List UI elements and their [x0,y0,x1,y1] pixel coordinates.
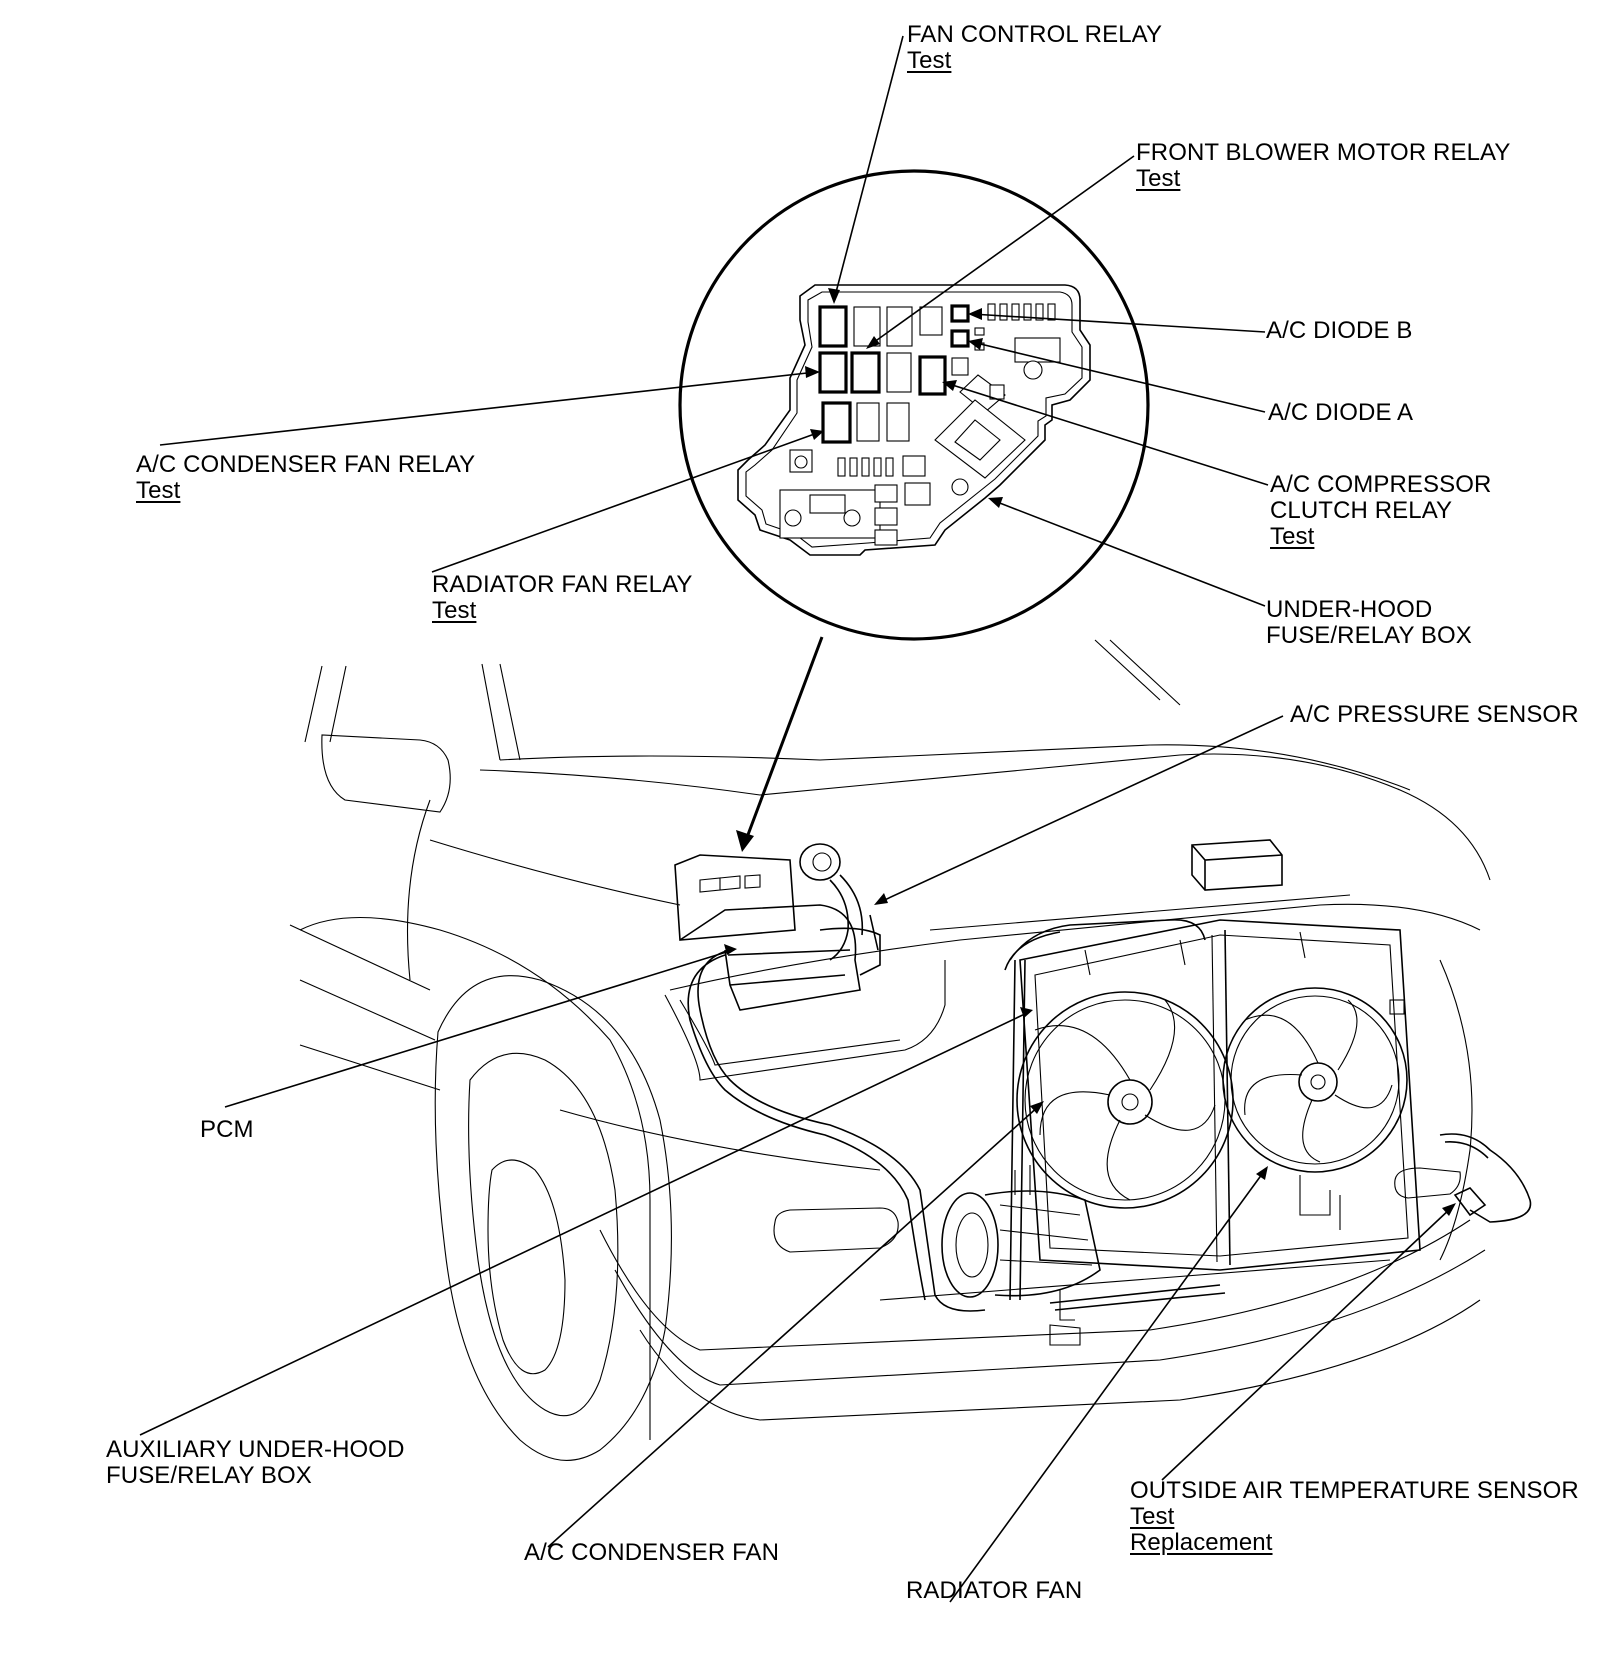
aux-under-hood-box-line1: AUXILIARY UNDER-HOOD [106,1436,405,1463]
label-aux-under-hood-fuse-relay-box: AUXILIARY UNDER-HOOD FUSE/RELAY BOX [106,1437,405,1489]
label-ac-diode-a: A/C DIODE A [1268,400,1413,426]
outside-air-temp-sensor-name: OUTSIDE AIR TEMPERATURE SENSOR [1130,1477,1579,1504]
ac-diode-a-name: A/C DIODE A [1268,399,1414,426]
under-hood-fuse-relay-box-drawing [737,284,1091,556]
radiator-fan-relay-slot [821,401,852,444]
wiring-harness [687,919,1532,1312]
ac-diode-b-slot [950,304,970,323]
label-front-blower-motor-relay: FRONT BLOWER MOTOR RELAY Test [1136,140,1510,192]
aux-under-hood-box-line2: FUSE/RELAY BOX [106,1462,312,1489]
ac-condenser-fan-name: A/C CONDENSER FAN [524,1539,780,1566]
ac-diode-b-name: A/C DIODE B [1266,317,1413,344]
ac-condenser-fan-drawing [1016,991,1234,1209]
under-hood-box-line2: FUSE/RELAY BOX [1266,622,1472,649]
ac-compressor-clutch-relay-test-link[interactable]: Test [1270,523,1315,550]
ac-compressor-clutch-relay-slot [918,355,947,396]
ac-compressor-clutch-relay-line1: A/C COMPRESSOR [1270,471,1492,498]
label-ac-pressure-sensor: A/C PRESSURE SENSOR [1290,702,1579,728]
fan-control-relay-name: FAN CONTROL RELAY [907,21,1163,48]
radiator-fan-name: RADIATOR FAN [906,1577,1083,1604]
leader-lines [139,35,1456,1603]
label-ac-condenser-fan-relay: A/C CONDENSER FAN RELAY Test [136,452,475,504]
radiator-fan-relay-test-link[interactable]: Test [432,597,477,624]
radiator-fan-drawing [1222,987,1408,1173]
label-radiator-fan-relay: RADIATOR FAN RELAY Test [432,572,693,624]
label-ac-compressor-clutch-relay: A/C COMPRESSOR CLUTCH RELAY Test [1270,472,1491,550]
ac-compressor-drawing [941,1165,1101,1346]
outside-air-temp-sensor-replacement-link[interactable]: Replacement [1130,1529,1273,1556]
vehicle-outline [289,639,1491,1461]
radiator-fan-shroud-assembly [1016,919,1421,1271]
aux-fuse-box-pcm-drawing [674,839,1283,1011]
label-outside-air-temperature-sensor: OUTSIDE AIR TEMPERATURE SENSOR Test Repl… [1130,1478,1579,1556]
fan-control-relay-test-link[interactable]: Test [907,47,952,74]
ac-diode-a-slot [950,329,970,348]
front-blower-motor-relay-name: FRONT BLOWER MOTOR RELAY [1136,139,1511,166]
label-fan-control-relay: FAN CONTROL RELAY Test [907,22,1162,74]
fan-control-relay-slot [818,305,848,348]
outside-air-temp-sensor-test-link[interactable]: Test [1130,1503,1175,1530]
radiator-fan-relay-name: RADIATOR FAN RELAY [432,571,693,598]
label-ac-condenser-fan: A/C CONDENSER FAN [524,1540,779,1566]
label-ac-diode-b: A/C DIODE B [1266,318,1412,344]
front-blower-motor-relay-test-link[interactable]: Test [1136,165,1181,192]
ac-pressure-sensor-name: A/C PRESSURE SENSOR [1290,701,1579,728]
label-pcm: PCM [200,1117,254,1143]
detail-circle [678,169,1150,641]
label-under-hood-fuse-relay-box: UNDER-HOOD FUSE/RELAY BOX [1266,597,1472,649]
under-hood-box-line1: UNDER-HOOD [1266,596,1433,623]
front-blower-motor-relay-slot [850,351,881,394]
ac-condenser-fan-relay-slot [818,351,848,394]
pcm-name: PCM [200,1116,254,1143]
ac-condenser-fan-relay-name: A/C CONDENSER FAN RELAY [136,451,476,478]
ac-compressor-clutch-relay-line2: CLUTCH RELAY [1270,497,1453,524]
ac-condenser-fan-relay-test-link[interactable]: Test [136,477,181,504]
label-radiator-fan: RADIATOR FAN [906,1578,1082,1604]
